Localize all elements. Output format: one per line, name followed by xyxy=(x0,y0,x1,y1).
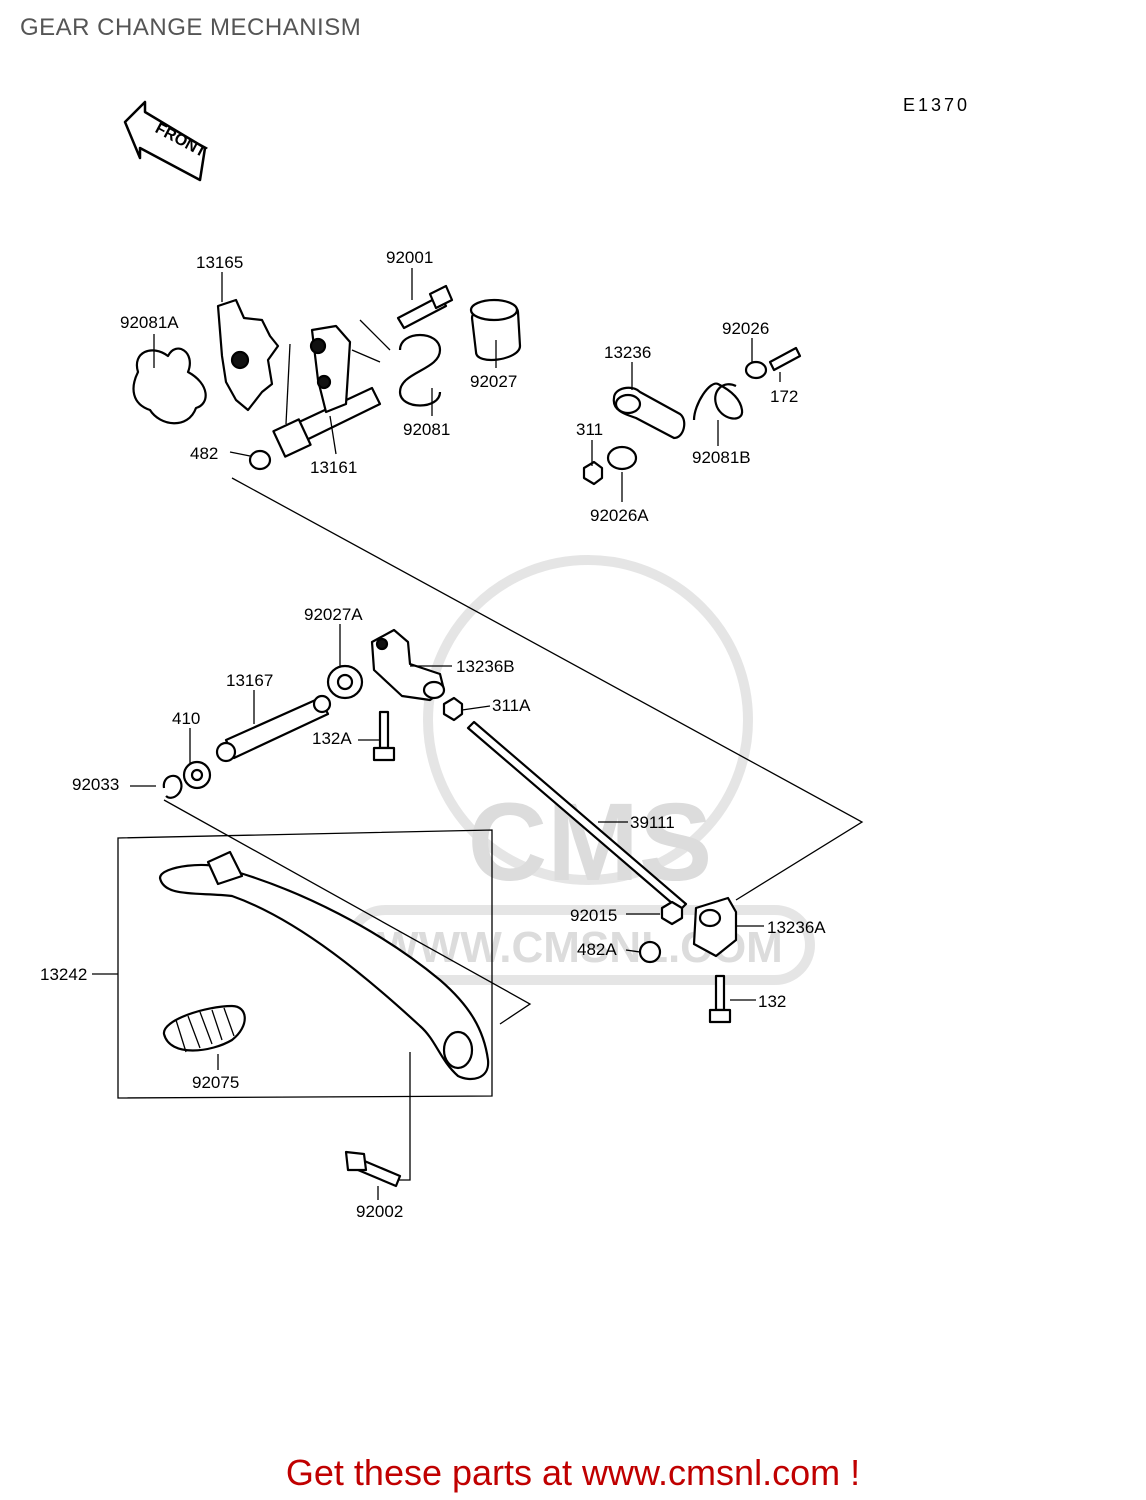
label-92027A: 92027A xyxy=(304,605,363,624)
label-13165: 13165 xyxy=(196,253,243,272)
page-title: GEAR CHANGE MECHANISM xyxy=(20,14,362,41)
part-482A-shape xyxy=(638,940,662,964)
label-13167: 13167 xyxy=(226,671,273,690)
part-92081-shape xyxy=(351,319,442,407)
part-92015-shape xyxy=(660,900,684,926)
part-92081A-shape xyxy=(132,347,207,425)
part-92033-shape xyxy=(162,774,183,799)
label-132: 132 xyxy=(758,992,786,1011)
label-92002: 92002 xyxy=(356,1202,403,1221)
part-92026-shape xyxy=(744,360,768,380)
part-311A-shape xyxy=(442,696,464,722)
label-13161: 13161 xyxy=(310,458,357,477)
reference-lines xyxy=(92,268,864,1200)
part-39111-shape xyxy=(466,720,688,912)
part-13165-shape xyxy=(216,298,280,412)
label-92027: 92027 xyxy=(470,372,517,391)
label-92001: 92001 xyxy=(386,248,433,267)
part-132-shape xyxy=(714,974,726,1012)
part-13167-shape xyxy=(224,696,330,760)
part-labels: 13165 92001 92081A 92027 92081 482 13161… xyxy=(40,248,826,1221)
parts-diagram: CMS WWW.CMSNL.COM E1370 FRONT xyxy=(40,95,970,1221)
label-172: 172 xyxy=(770,387,798,406)
label-92081B: 92081B xyxy=(692,448,751,467)
label-482: 482 xyxy=(190,444,218,463)
label-39111: 39111 xyxy=(630,813,675,832)
label-92026A: 92026A xyxy=(590,506,649,525)
label-13242: 13242 xyxy=(40,965,87,984)
promo-banner[interactable]: Get these parts at www.cmsnl.com ! xyxy=(285,1452,861,1493)
front-arrow-icon: FRONT xyxy=(123,100,209,182)
label-13236: 13236 xyxy=(604,343,651,362)
label-92081A: 92081A xyxy=(120,313,179,332)
part-13236B-shape xyxy=(370,628,446,702)
label-92015: 92015 xyxy=(570,906,617,925)
label-92081: 92081 xyxy=(403,420,450,439)
label-13236A: 13236A xyxy=(767,918,826,937)
part-92081B-shape xyxy=(692,382,744,421)
watermark-logo-text: CMS xyxy=(468,781,712,904)
label-482A: 482A xyxy=(577,940,617,959)
label-311: 311 xyxy=(576,420,603,439)
part-132A-shape xyxy=(378,710,390,750)
part-311-shape xyxy=(582,460,604,486)
label-410: 410 xyxy=(172,709,200,728)
label-92026: 92026 xyxy=(722,319,769,338)
part-92075-shape xyxy=(162,1004,246,1053)
label-132A: 132A xyxy=(312,729,352,748)
label-311A: 311A xyxy=(492,696,531,715)
part-482-shape xyxy=(248,449,272,471)
part-172-shape xyxy=(768,346,802,372)
diagram-code: E1370 xyxy=(903,95,970,115)
part-92026A-shape xyxy=(606,445,638,471)
label-92075: 92075 xyxy=(192,1073,239,1092)
label-13236B: 13236B xyxy=(456,657,515,676)
label-92033: 92033 xyxy=(72,775,119,794)
